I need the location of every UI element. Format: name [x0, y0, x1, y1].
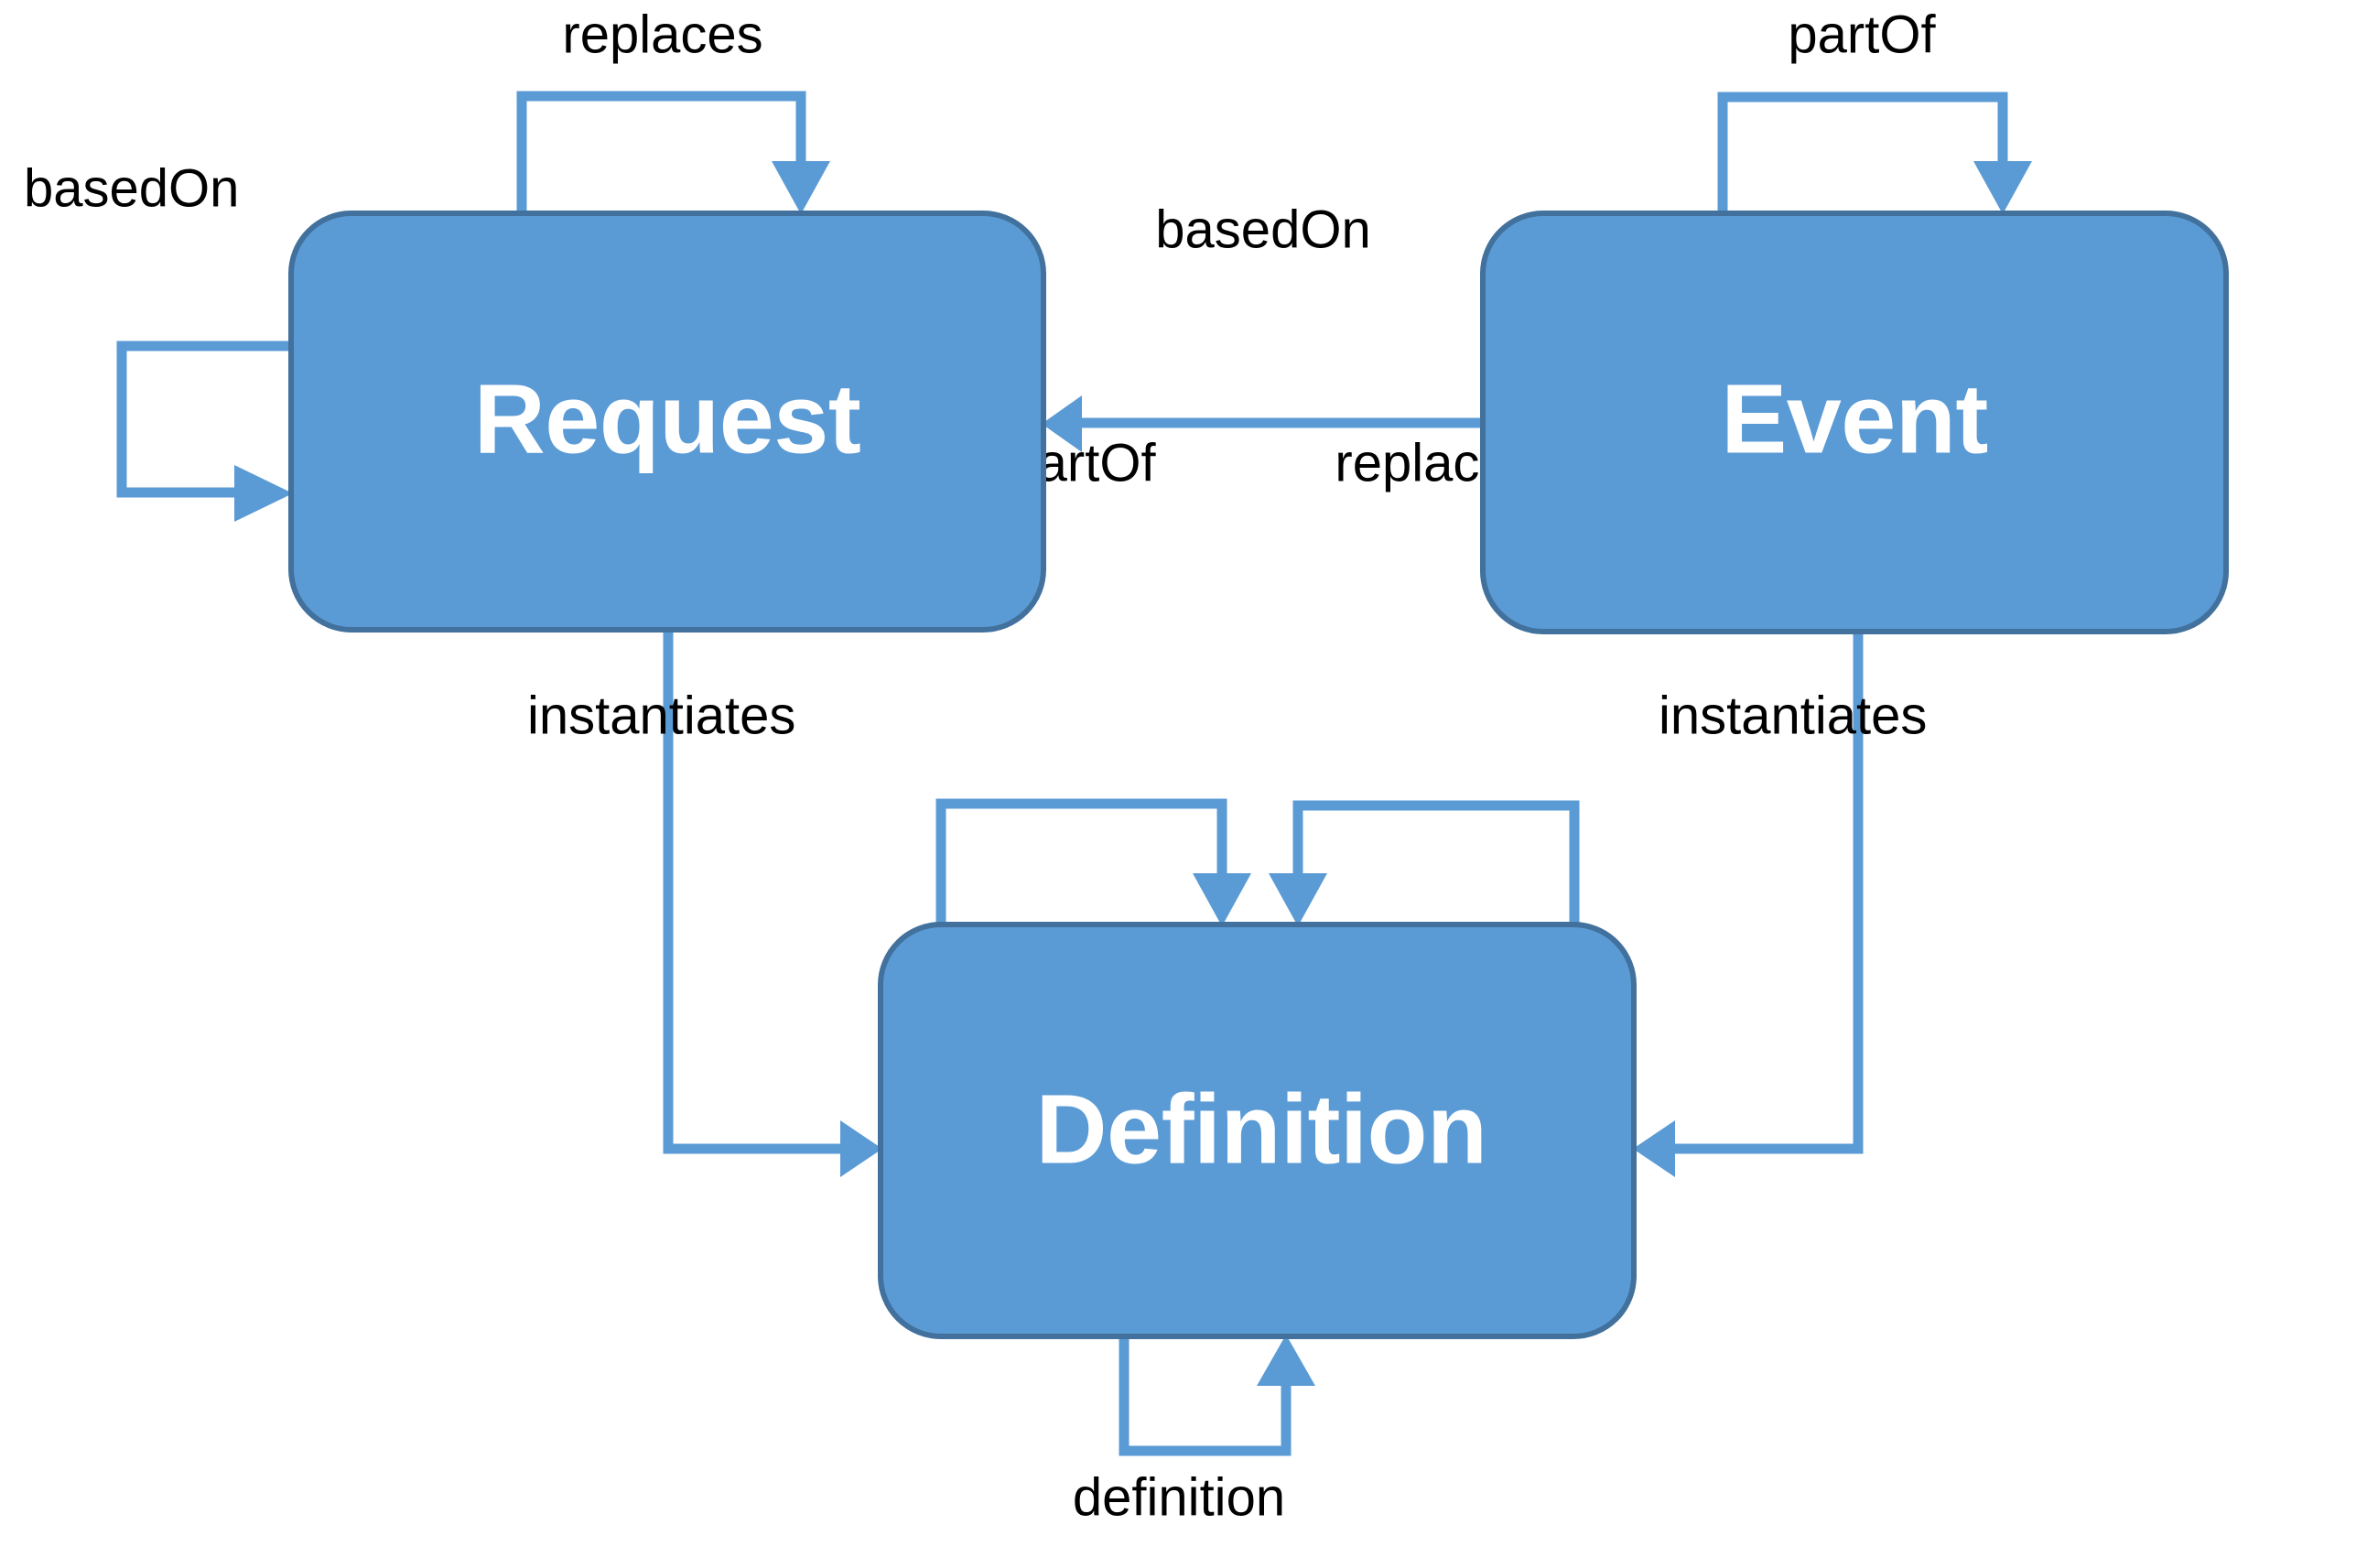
arrowhead-definition-replaces: [1269, 873, 1327, 926]
arrowhead-definition-definition: [1257, 1335, 1315, 1386]
edge-line-request-instantiates: [663, 630, 842, 1154]
arrowhead-request-basedon-self: [234, 465, 293, 522]
edge-label-event-basedon-request: basedOn: [1155, 200, 1370, 259]
node-event-label: Event: [1721, 363, 1988, 474]
arrowhead-event-instantiates: [1633, 1120, 1675, 1177]
edge-request-basedon-self: basedOn: [24, 158, 293, 522]
edge-line-event-instantiates: [1673, 632, 1864, 1154]
node-event[interactable]: Event: [1480, 211, 2229, 634]
arrowhead-event-partof: [1973, 161, 2032, 214]
node-request-label: Request: [474, 363, 861, 474]
arrowhead-definition-partof: [1193, 873, 1251, 926]
edge-line-event-partof: [1717, 92, 2008, 212]
edge-line-request-replaces: [516, 91, 806, 212]
edge-event-partof: partOf: [1717, 5, 2032, 214]
edge-line-request-basedon-self: [116, 341, 291, 498]
arrowhead-request-replaces: [772, 161, 830, 214]
edge-line-definition-partof: [935, 798, 1227, 924]
edge-label-event-instantiates: instantiates: [1659, 686, 1927, 745]
edge-event-basedon-request: basedOn: [1042, 200, 1483, 452]
node-request[interactable]: Request: [288, 211, 1046, 633]
edge-request-instantiates-definition: instantiates: [527, 630, 882, 1177]
edge-label-request-basedon-self: basedOn: [24, 158, 239, 218]
arrowhead-request-instantiates: [840, 1120, 882, 1177]
edge-label-request-replaces: replaces: [562, 5, 762, 64]
edge-label-definition-definition: definition: [1073, 1467, 1285, 1527]
edge-line-definition-replaces: [1292, 800, 1580, 924]
edge-label-event-partof: partOf: [1788, 5, 1936, 64]
edge-event-instantiates-definition: instantiates: [1633, 632, 1927, 1177]
node-definition[interactable]: Definition: [878, 922, 1637, 1339]
edge-line-definition-definition: [1119, 1336, 1292, 1456]
node-definition-label: Definition: [1036, 1074, 1487, 1184]
edge-definition-definition: definition: [1073, 1335, 1315, 1527]
node-definition-shape[interactable]: [878, 922, 1637, 1339]
edge-request-replaces: replaces: [516, 5, 830, 214]
arrowhead-event-basedon-request: [1042, 395, 1082, 452]
edge-label-request-instantiates: instantiates: [527, 686, 795, 745]
node-request-shape[interactable]: [288, 211, 1046, 633]
node-event-shape[interactable]: [1480, 211, 2229, 634]
